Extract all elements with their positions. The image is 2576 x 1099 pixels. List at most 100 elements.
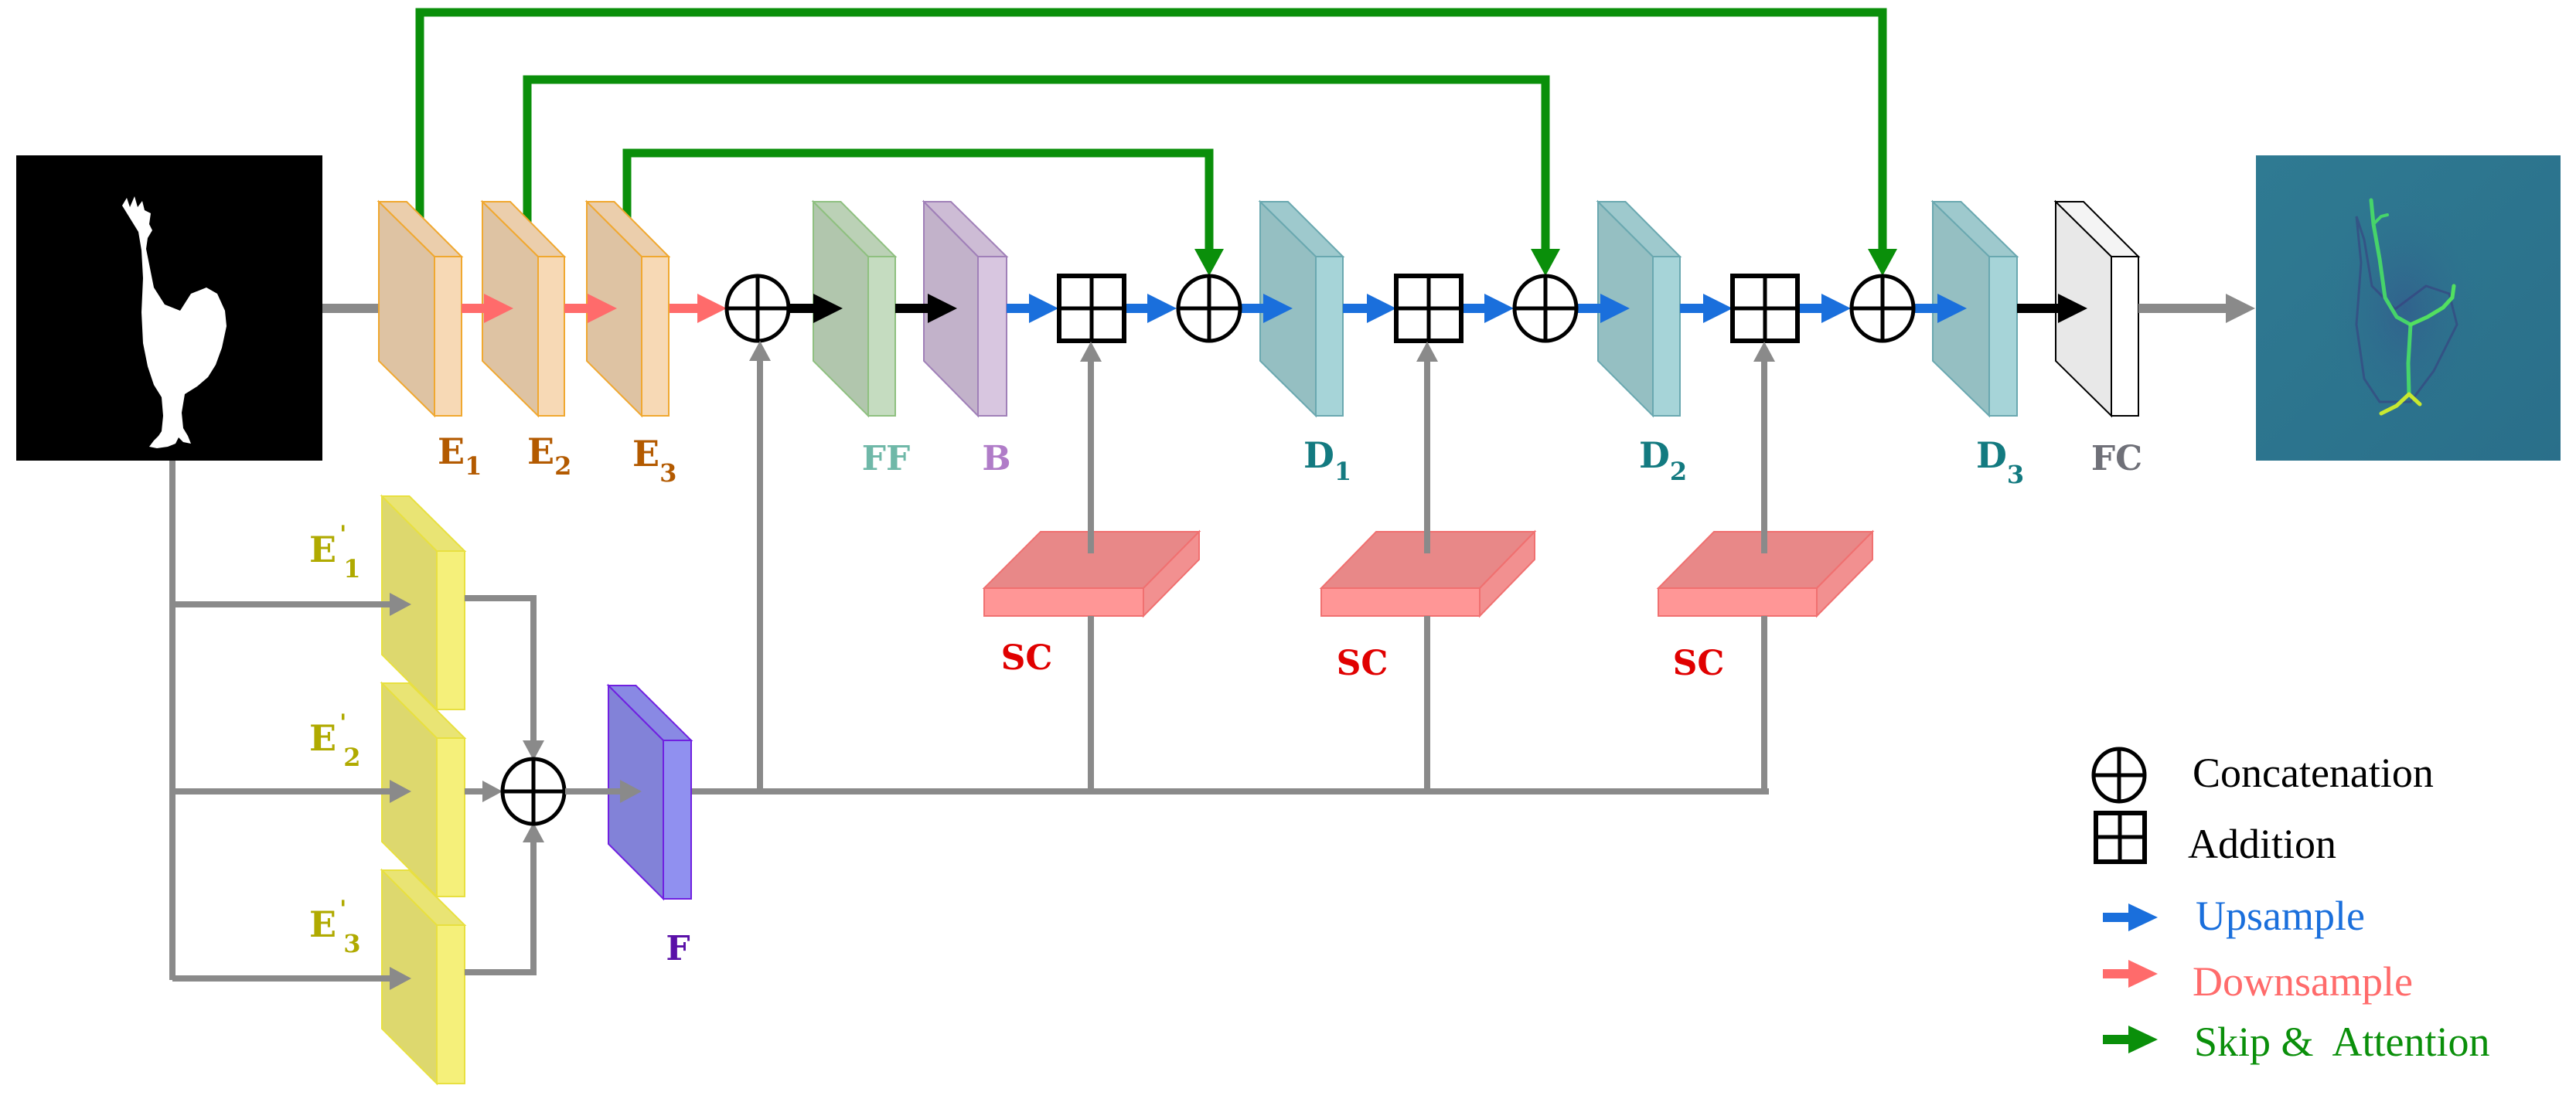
- sc-to-addition-arrow-3-head: [1753, 342, 1775, 362]
- eprime2-to-concat-arrow: [465, 781, 503, 802]
- concat-node-d3: [1849, 274, 1916, 343]
- aux-encoder-block-eprime1-front-face: [436, 550, 465, 710]
- aux-encoder-block-eprime3: [380, 868, 467, 1086]
- aux-encoder-block-eprime3-front-face: [436, 924, 465, 1084]
- sc-front-face: [1320, 587, 1481, 617]
- concat-node-aux: [500, 757, 567, 826]
- legend-label-downsample: Downsample: [2193, 958, 2413, 1005]
- downsample-arrow-e1-e2: [462, 294, 513, 323]
- decoder-block-d1-front-face: [1315, 256, 1344, 417]
- flow-arrow-d3-fc-head: [2058, 294, 2087, 323]
- input-to-eprime2-arrow-shaft: [172, 788, 390, 794]
- label-b: B: [982, 439, 1010, 478]
- skip-connections: [415, 8, 1897, 276]
- upsample-arrow-add2-concat3-head: [1484, 294, 1514, 323]
- skip-arrowhead-d1: [1194, 249, 1224, 276]
- flow-arrow-concat-ff-shaft: [789, 304, 813, 313]
- ff-block-front-face: [867, 256, 896, 417]
- legend-label-upsample: Upsample: [2196, 893, 2365, 939]
- bus-to-concat-arrow: [749, 341, 771, 791]
- flow-arrow-ff-b: [895, 294, 957, 323]
- concat-to-fusion-arrow: [565, 780, 642, 803]
- upsample-arrow-b-add1: [1007, 294, 1058, 323]
- output-image: [2256, 155, 2561, 461]
- input-to-eprime2-arrow-head: [390, 780, 411, 803]
- downsample-arrow-icon: [2103, 960, 2158, 988]
- bus-to-concat-arrow-shaft: [757, 359, 763, 791]
- input-to-eprime3-arrow-head: [390, 967, 411, 990]
- bus-to-sc-line-3: [1761, 616, 1767, 791]
- sc-block-1: [982, 529, 1201, 618]
- sc-to-addition-arrow-1-shaft: [1088, 360, 1094, 553]
- label-fc: FC: [2091, 439, 2142, 478]
- flow-arrow-concat-ff-head: [813, 294, 843, 323]
- flow-arrow-ff-b-shaft: [895, 304, 928, 313]
- legend-label-skip-attention: Skip & Attention: [2194, 1019, 2490, 1065]
- addition-node-3: [1730, 274, 1800, 343]
- addition-node-2: [1394, 274, 1463, 343]
- label-ff: FF: [862, 439, 910, 478]
- bus-to-sc-line-2: [1424, 616, 1430, 791]
- bus-to-concat-arrow-head: [749, 341, 771, 361]
- sc-block-2: [1319, 529, 1537, 618]
- label-f: F: [666, 929, 690, 968]
- aux-encoder-block-eprime1: [380, 494, 467, 712]
- skip-e1-to-d3: [415, 8, 1887, 249]
- upsample-arrow-b-add1-head: [1029, 294, 1058, 323]
- label-sc-2: SC: [1337, 644, 1389, 683]
- encoder-block-e2-front-face: [537, 256, 565, 417]
- downsample-arrow-e2-e3-head: [588, 294, 617, 323]
- eprime3-to-concat-head: [523, 822, 544, 842]
- rooster-silhouette: [122, 196, 227, 448]
- addition-symbol-icon: [2094, 811, 2147, 864]
- skip-arrowhead-d3: [1868, 249, 1897, 276]
- upsample-arrow-d1-add2: [1343, 294, 1396, 323]
- upsample-arrow-d2-add3-shaft: [1680, 304, 1703, 313]
- upsample-arrow-d1-add2-head: [1367, 294, 1396, 323]
- upsample-arrow-add2-concat3-shaft: [1461, 304, 1484, 313]
- decoder-block-d2-front-face: [1652, 256, 1681, 417]
- skip-e2-to-d2: [523, 75, 1550, 249]
- sc-to-addition-arrow-3-shaft: [1761, 360, 1767, 553]
- aux-encoder-block-eprime2: [380, 681, 467, 899]
- decoder-block-d3-front-face: [1988, 256, 2018, 417]
- upsample-arrow-add2-concat3: [1461, 294, 1514, 323]
- label-eprime1: E'1: [309, 521, 361, 584]
- auxiliary-branch-connections: [169, 341, 1875, 1086]
- sc-to-addition-arrow-3: [1753, 342, 1775, 553]
- concat-to-fusion-arrow-shaft: [565, 788, 620, 794]
- upsample-arrow-add1-concat2-head: [1147, 294, 1177, 323]
- input-to-eprime1-arrow: [172, 593, 411, 616]
- flow-arrow-ff-b-head: [928, 294, 957, 323]
- eprime1-to-concat-line: [465, 595, 537, 743]
- sc-to-addition-arrow-1: [1080, 342, 1102, 553]
- skeleton-trunk: [2369, 198, 2413, 396]
- downsample-arrow-e2-e3-shaft: [564, 304, 588, 313]
- skip-arrowhead-d2: [1531, 249, 1560, 276]
- label-eprime3: E'3: [309, 896, 361, 958]
- upsample-arrow-d2-add3-head: [1703, 294, 1733, 323]
- label-e1: E1: [438, 430, 482, 481]
- input-to-eprime3-arrow-shaft: [172, 975, 390, 982]
- upsample-arrow-b-add1-shaft: [1007, 304, 1029, 313]
- upsample-arrow-concat2-d1: [1240, 294, 1293, 323]
- eprime1-to-concat-head: [523, 740, 544, 760]
- downsample-arrow-e3-concat-shaft: [670, 304, 697, 313]
- input-to-eprime1-arrow-head: [390, 593, 411, 616]
- upsample-arrow-add1-concat2: [1125, 294, 1177, 323]
- upsample-arrow-concat2-d1-shaft: [1240, 304, 1263, 313]
- concatenation-symbol-icon: [2091, 747, 2147, 804]
- input-down-line: [169, 461, 175, 980]
- sc-front-face: [983, 587, 1144, 617]
- concat-node-d2: [1512, 274, 1579, 343]
- input-to-eprime3-arrow: [172, 967, 411, 990]
- concat-node-bottleneck: [724, 274, 791, 343]
- concat-node-d1: [1176, 274, 1242, 343]
- sc-to-addition-arrow-2: [1416, 342, 1438, 553]
- flow-arrow-d3-fc-shaft: [2017, 304, 2058, 313]
- label-sc-3: SC: [1673, 644, 1725, 683]
- legend-item-downsample: Downsample: [2103, 958, 2413, 1005]
- sc-block-3: [1656, 529, 1875, 618]
- upsample-arrow-concat3-d2-head: [1600, 294, 1630, 323]
- legend: Concatenation Addition Upsample Downsamp…: [2091, 747, 2490, 1065]
